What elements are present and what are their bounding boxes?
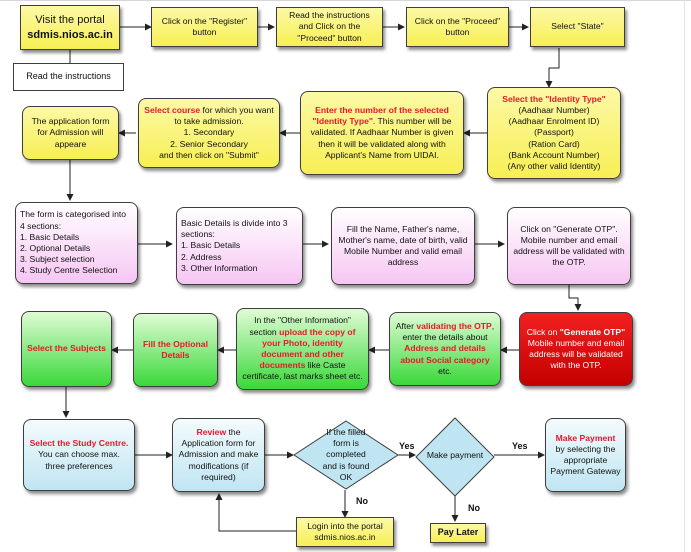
node-enter-identity: Enter the number of the selected "Identi…: [300, 91, 464, 175]
decision-make-payment: [415, 417, 495, 497]
edge-label-yes-1: Yes: [399, 441, 415, 451]
node-select-state: Select "State": [530, 7, 625, 47]
node-basic-details: Basic Details is divide into 3 sections:…: [176, 207, 303, 285]
decision-make-payment-text: Make payment: [426, 450, 484, 461]
node-click-otp-red: Click on "Generate OTP" Mobile number an…: [519, 312, 633, 386]
edge-otp-red: [568, 285, 582, 311]
decision-if-filled-text: If the filled form is completed and is f…: [322, 427, 370, 482]
identity-type-title: Select the "Identity Type": [502, 93, 606, 104]
node-click-register: Click on the "Register" button: [151, 7, 258, 47]
visit-portal-line1: Visit the portal: [35, 14, 105, 27]
node-review: Review the Application form for Admissio…: [172, 418, 265, 492]
node-visit-portal: Visit the portal sdmis.nios.ac.in: [20, 5, 120, 50]
node-select-study-centre: Select the Study Centre. You can choose …: [23, 419, 135, 491]
top-border-line: [0, 0, 691, 1]
node-other-information: In the "Other Information" section uploa…: [236, 308, 369, 390]
node-application-form: The application form for Admission will …: [22, 106, 119, 160]
edge-login-review: [215, 493, 296, 532]
edge-label-no-1: No: [356, 496, 368, 506]
node-select-subjects: Select the Subjects: [21, 311, 112, 387]
edge-state-identity: [545, 48, 560, 88]
node-pay-later: Pay Later: [430, 523, 486, 543]
node-click-proceed: Click on the "Proceed" button: [406, 7, 509, 47]
edge-label-no-2: No: [468, 503, 480, 513]
edge-label-yes-2: Yes: [512, 441, 528, 451]
visit-portal-line2: sdmis.nios.ac.in: [27, 28, 113, 41]
right-border-line: [684, 0, 685, 552]
node-form-categorised: The form is categorised into 4 sections:…: [15, 202, 138, 284]
node-select-course: Select course for which you want to take…: [138, 98, 280, 168]
node-click-otp: Click on "Generate OTP". Mobile number a…: [507, 207, 631, 285]
node-read-proceed: Read the instructions and Click on the "…: [276, 7, 383, 47]
node-read-instructions: Read the instructions: [13, 63, 124, 91]
node-fill-optional: Fill the Optional Details: [133, 313, 218, 387]
node-make-payment: Make Payment by selecting the appropriat…: [545, 418, 626, 492]
node-identity-type: Select the "Identity Type" (Aadhaar Numb…: [487, 87, 621, 179]
node-after-validating: After validating the OTP, enter the deta…: [389, 312, 501, 386]
node-fill-name: Fill the Name, Father's name, Mother's n…: [331, 207, 475, 285]
decision-if-filled: [293, 420, 399, 490]
